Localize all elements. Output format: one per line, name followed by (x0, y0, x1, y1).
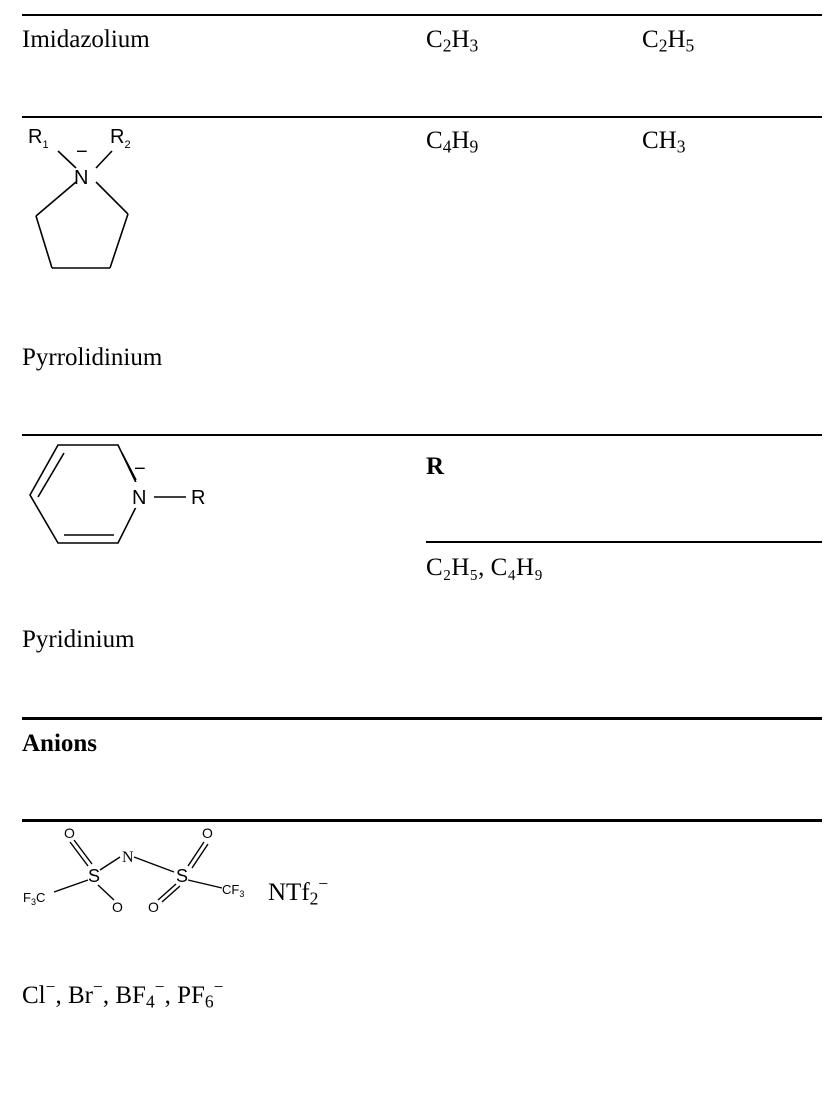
top-rule (22, 14, 822, 16)
pyrr-nitrogen: N (74, 167, 88, 189)
svg-text:O: O (202, 825, 213, 841)
pyr-r-label: R (191, 487, 205, 509)
svg-text:CF3: CF3 (222, 882, 244, 899)
pyrr-r2-label: R2 (110, 126, 131, 151)
svg-text:O: O (64, 825, 75, 841)
pyridinium-structure: − N R (29, 444, 205, 544)
pyr-charge: − (134, 458, 146, 480)
imidazolium-r2-value: C2H5 (642, 26, 695, 56)
anions-header: Anions (22, 730, 98, 757)
rule-below-imidazolium (22, 116, 822, 118)
pyr-nitrogen: N (132, 487, 146, 509)
svg-text:S: S (176, 866, 188, 886)
svg-text:F3C: F3C (23, 890, 45, 907)
rule-below-pyrrolidinium (22, 434, 822, 436)
ntf2-label: NTf2− (268, 873, 329, 909)
imidazolium-label: Imidazolium (22, 26, 150, 53)
halide-anion-list: Cl−, Br−, BF4−, PF6− (22, 976, 224, 1012)
rule-under-r-header (426, 541, 822, 543)
pyrrolidinium-r1-value: C4H9 (426, 127, 479, 157)
imidazolium-r1-value: C2H3 (426, 26, 479, 56)
svg-text:O: O (148, 899, 159, 915)
pyridinium-label: Pyridinium (22, 626, 135, 653)
pyrrolidinium-structure: R1 R2 − N (28, 126, 131, 269)
svg-text:S: S (88, 866, 100, 886)
pyrr-r1-label: R1 (28, 126, 49, 151)
svg-text:N: N (122, 849, 134, 866)
rule-below-anions (22, 819, 822, 822)
pyrrolidinium-r2-value: CH3 (642, 127, 686, 157)
ntf2-structure: O N O S S F3C CF3 O O (23, 825, 244, 915)
pyrrolidinium-label: Pyrrolidinium (22, 344, 163, 371)
pyridinium-r-value: C₂H₅, C₄H₉ (426, 554, 543, 581)
pyridinium-r-header: R (426, 453, 445, 480)
rule-above-anions (22, 717, 822, 720)
pyrr-charge: − (76, 141, 88, 163)
svg-text:O: O (112, 899, 123, 915)
